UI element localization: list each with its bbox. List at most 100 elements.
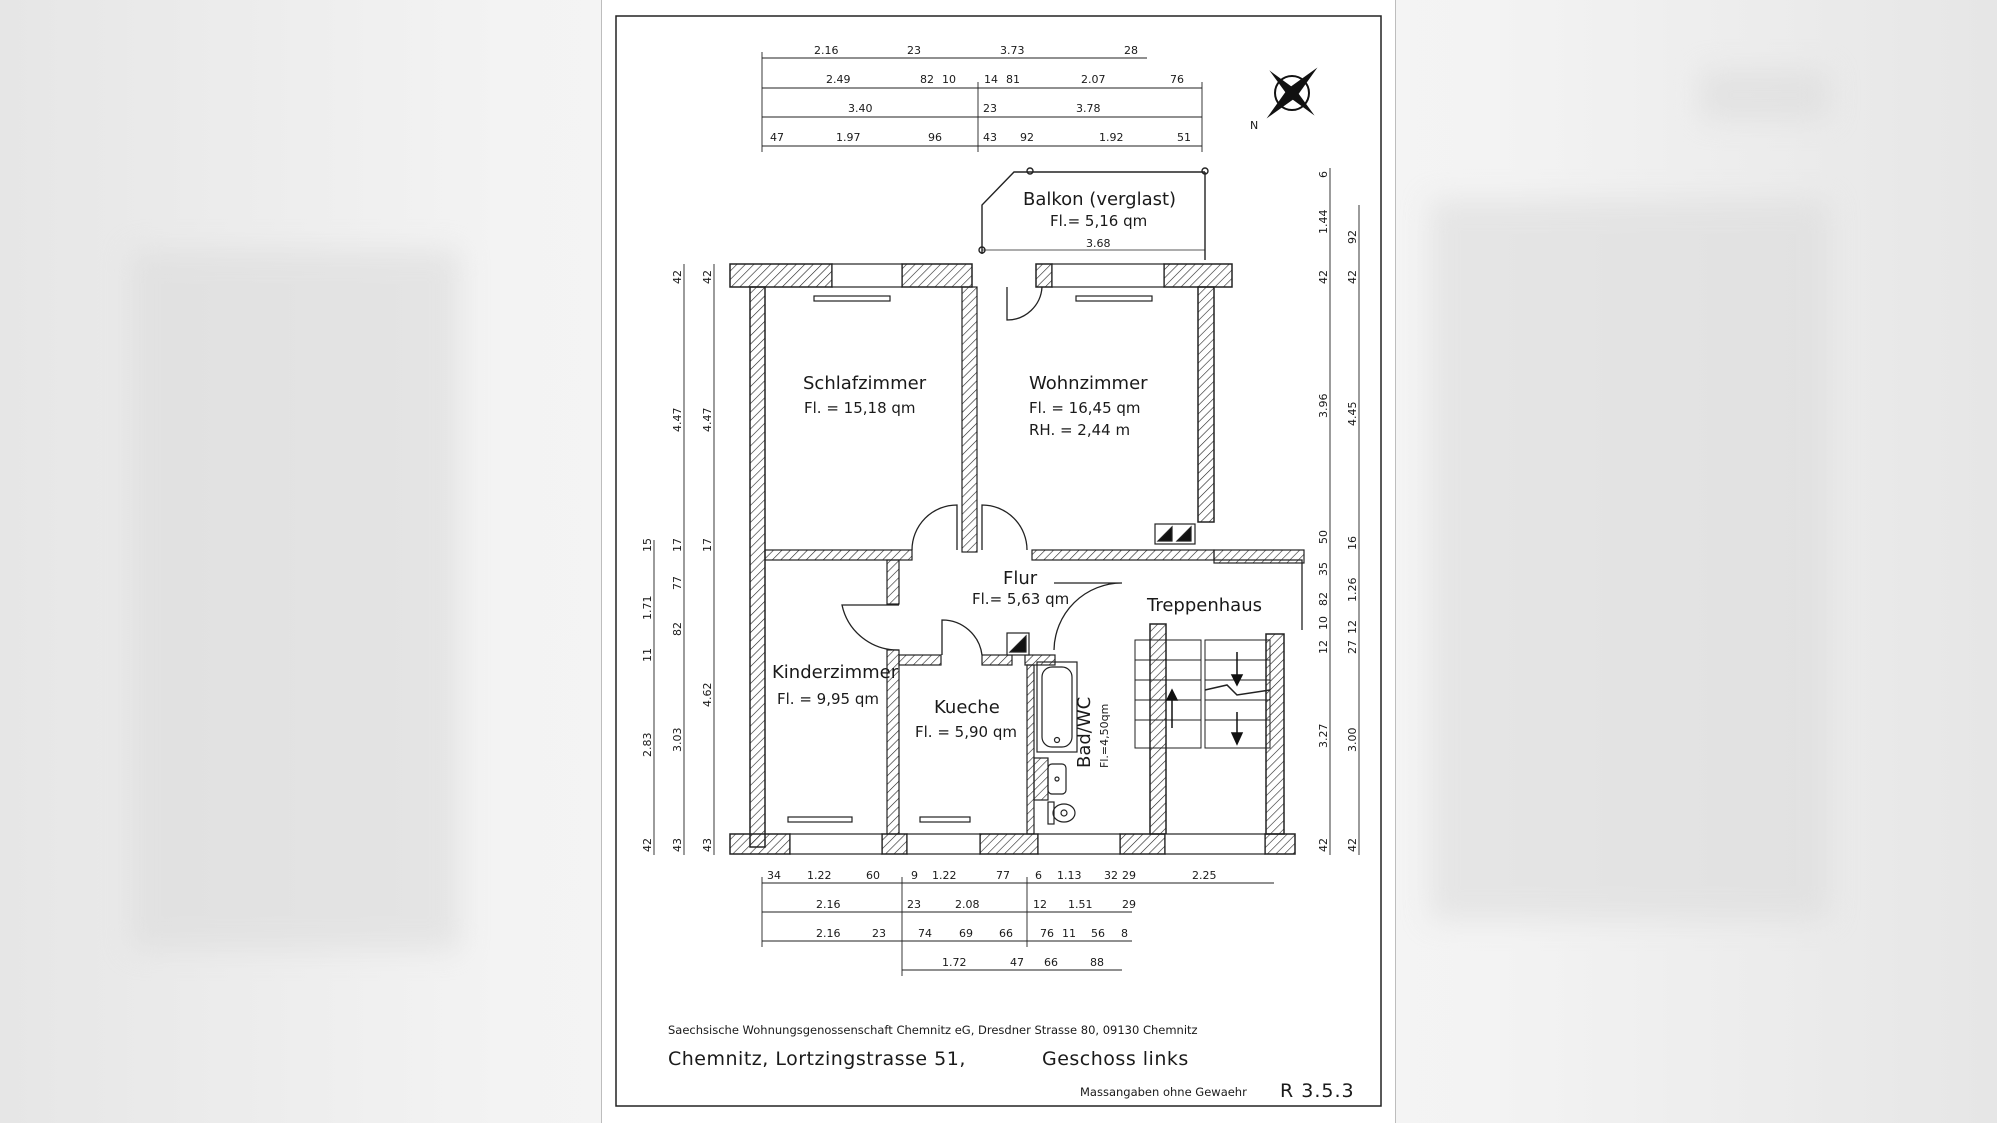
dim-label: 51	[1177, 131, 1191, 144]
dim-label: 82	[920, 73, 934, 86]
dim-label: 12	[1346, 620, 1359, 634]
dim-label: 1.13	[1057, 869, 1082, 882]
dim-label: 32	[1104, 869, 1118, 882]
dim-label: 76	[1170, 73, 1184, 86]
balcony-name: Balkon (verglast)	[1023, 189, 1176, 210]
dim-label: 66	[1044, 956, 1058, 969]
dim-label: 42	[1346, 270, 1359, 284]
dim-label: 11	[641, 648, 654, 662]
dim-label: 1.44	[1317, 210, 1330, 235]
dim-label: 2.16	[816, 927, 841, 940]
dim-label: 1.22	[932, 869, 957, 882]
dim-label: 3.00	[1346, 728, 1359, 753]
dim-label: 42	[671, 270, 684, 284]
dim-label: 17	[701, 538, 714, 552]
stair-arrow-down-icon	[1230, 652, 1244, 746]
schlafzimmer-name: Schlafzimmer	[803, 373, 927, 394]
wohnzimmer-area: Fl. = 16,45 qm	[1029, 399, 1141, 417]
dim-label: 47	[1010, 956, 1024, 969]
background-ghost	[130, 250, 460, 950]
dim-label: 82	[671, 622, 684, 636]
dim-label: 42	[1317, 838, 1330, 852]
bad-area: Fl.=4,50qm	[1098, 704, 1111, 768]
toilet-icon	[1047, 801, 1076, 825]
bad-name: Bad/WC	[1074, 697, 1095, 768]
footer-floor: Geschoss links	[1042, 1048, 1189, 1070]
dim-label: 42	[1346, 838, 1359, 852]
dim-label: 2.49	[826, 73, 851, 86]
dim-label: 3.03	[671, 728, 684, 753]
background-ghost	[1430, 200, 1830, 920]
dim-label: 3.96	[1317, 394, 1330, 419]
flur-area: Fl.= 5,63 qm	[972, 590, 1069, 608]
dim-label: 47	[770, 131, 784, 144]
dim-label: 2.16	[814, 44, 839, 57]
balcony-outline	[978, 167, 1209, 260]
treppenhaus-name: Treppenhaus	[1146, 595, 1262, 616]
dim-label: 2.83	[641, 733, 654, 758]
dim-label: 3.73	[1000, 44, 1025, 57]
dim-label: 92	[1020, 131, 1034, 144]
dim-label: 4.45	[1346, 402, 1359, 427]
dim-label: 12	[1317, 640, 1330, 654]
wohnzimmer-name: Wohnzimmer	[1029, 373, 1148, 394]
dim-label: 34	[767, 869, 781, 882]
dim-label: 3.27	[1317, 724, 1330, 749]
dim-label: 2.08	[955, 898, 980, 911]
washbasin-icon	[1033, 757, 1067, 801]
dim-label: 12	[1033, 898, 1047, 911]
windows	[787, 263, 1266, 855]
dim-label: 43	[701, 838, 714, 852]
kinderzimmer-name: Kinderzimmer	[772, 662, 899, 683]
dim-label: 42	[701, 270, 714, 284]
kinderzimmer-area: Fl. = 9,95 qm	[777, 690, 879, 708]
dim-label: 27	[1346, 640, 1359, 654]
dim-label: 66	[999, 927, 1013, 940]
bathtub-icon	[1036, 661, 1078, 753]
dim-label: 1.92	[1099, 131, 1124, 144]
dim-label: 6	[1035, 869, 1042, 882]
dim-label: 35	[1317, 562, 1330, 576]
dim-label: 74	[918, 927, 932, 940]
compass-label: N	[1250, 119, 1258, 132]
dim-label: 2.25	[1192, 869, 1217, 882]
dim-label: 81	[1006, 73, 1020, 86]
dim-label: 1.22	[807, 869, 832, 882]
dim-label: 43	[983, 131, 997, 144]
dim-label: 10	[1317, 616, 1330, 630]
kueche-name: Kueche	[934, 697, 1000, 718]
footer-disclaimer: Massangaben ohne Gewaehr	[1080, 1085, 1247, 1099]
dim-label: 1.71	[641, 596, 654, 621]
dim-label: 1.51	[1068, 898, 1093, 911]
dim-label: 9	[911, 869, 918, 882]
dim-label: 4.62	[701, 683, 714, 708]
floor-plan-sheet: N	[602, 0, 1395, 1123]
shaft-icons	[1006, 523, 1196, 656]
stair-arrow-up-icon	[1165, 688, 1179, 728]
dim-label: 77	[671, 576, 684, 590]
balcony-area: Fl.= 5,16 qm	[1050, 212, 1147, 230]
dim-label: 4.47	[671, 408, 684, 433]
dim-label: 15	[641, 538, 654, 552]
staircase	[1134, 639, 1271, 749]
dim-label: 42	[641, 838, 654, 852]
dim-label: 2.16	[816, 898, 841, 911]
footer-plan-id: R 3.5.3	[1280, 1080, 1355, 1102]
doors	[841, 286, 1303, 656]
dim-label: 50	[1317, 530, 1330, 544]
dim-label: 16	[1346, 536, 1359, 550]
dim-label: 23	[872, 927, 886, 940]
footer-address: Chemnitz, Lortzingstrasse 51,	[668, 1048, 966, 1070]
balcony-width: 3.68	[1086, 237, 1111, 250]
dim-label: 23	[907, 898, 921, 911]
interior-walls	[764, 286, 1305, 835]
dim-label: 4.47	[701, 408, 714, 433]
dim-label: 60	[866, 869, 880, 882]
schlafzimmer-area: Fl. = 15,18 qm	[804, 399, 916, 417]
dim-label: 14	[984, 73, 998, 86]
dimension-lines	[653, 52, 1360, 976]
dim-label: 42	[1317, 270, 1330, 284]
dim-label: 1.97	[836, 131, 861, 144]
dim-label: 92	[1346, 230, 1359, 244]
dim-label: 6	[1317, 171, 1330, 178]
